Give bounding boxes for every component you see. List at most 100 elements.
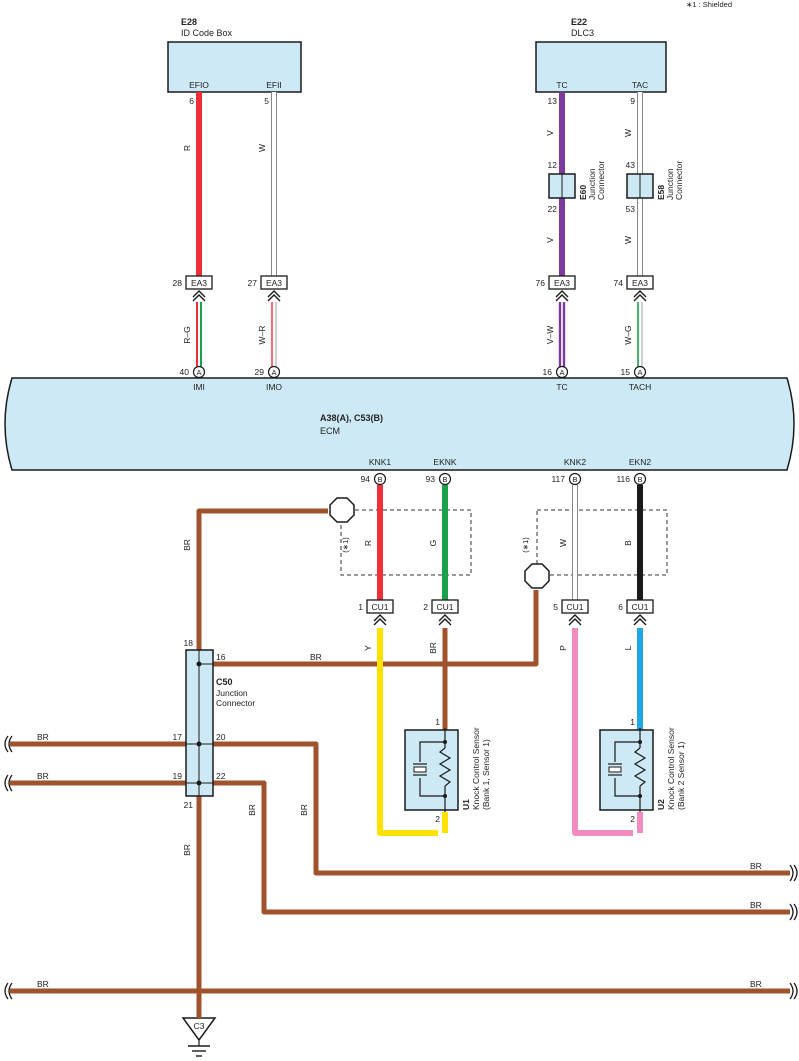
wire-tach-wg	[637, 302, 643, 367]
cu1-chevrons	[373, 614, 647, 626]
svg-text:CU1: CU1	[436, 602, 453, 612]
ea3-box-1	[185, 275, 213, 290]
svg-text:B: B	[572, 475, 577, 484]
e28-pin-efio: EFIO	[189, 80, 209, 90]
svg-text:17: 17	[173, 732, 183, 742]
svg-text:U1: U1	[461, 799, 471, 810]
svg-text:U2: U2	[656, 799, 666, 810]
svg-text:BR: BR	[310, 652, 322, 662]
ecm-knk1: KNK1	[369, 457, 391, 467]
svg-text:18: 18	[184, 638, 194, 648]
br-labels: BR BR BR BR BR BR BR BR BR BR BR BR	[37, 539, 762, 989]
svg-text:CU1: CU1	[371, 602, 388, 612]
ground-c3: C3	[181, 1010, 217, 1057]
pin-9: 9	[630, 96, 635, 106]
svg-text:BR: BR	[37, 979, 49, 989]
shield-drain-2	[524, 563, 550, 589]
ecm-knk2: KNK2	[564, 457, 586, 467]
e28-name: ID Code Box	[181, 28, 233, 38]
label-r-top: R	[182, 145, 192, 151]
svg-text:B: B	[377, 475, 382, 484]
svg-text:B: B	[637, 475, 642, 484]
svg-text:(Bank 2 Sensor 1): (Bank 2 Sensor 1)	[676, 741, 686, 810]
ea3-box-4	[626, 275, 654, 290]
wire-imo-wr	[271, 302, 277, 367]
svg-text:16: 16	[543, 367, 553, 377]
e22-code: E22	[571, 17, 587, 27]
svg-text:IMO: IMO	[266, 382, 282, 392]
e58-junction-connector: 43 53 E58 Junction Connector	[626, 160, 684, 214]
ea3-pin-76: 76	[536, 278, 546, 288]
e22-dlc3: E22 DLC3 TC TAC	[535, 17, 667, 93]
svg-text:C50: C50	[216, 677, 233, 687]
e22-pin-tac: TAC	[632, 80, 648, 90]
label-w-mid: W	[558, 539, 568, 547]
svg-text:29: 29	[255, 367, 265, 377]
svg-text:117: 117	[551, 474, 565, 484]
svg-text:21: 21	[184, 800, 194, 810]
label-l: L	[623, 645, 633, 650]
ea3-pin-28: 28	[173, 278, 183, 288]
svg-text:1: 1	[435, 717, 440, 727]
e28-code: E28	[181, 17, 197, 27]
e58-pin-top: 43	[626, 160, 636, 170]
shield-box-1	[340, 509, 472, 576]
label-rg: R–G	[182, 326, 192, 343]
svg-text:BR: BR	[750, 900, 762, 910]
svg-text:(Bank 1, Sensor 1): (Bank 1, Sensor 1)	[481, 739, 491, 810]
svg-text:BR: BR	[182, 844, 192, 856]
c50-junction-connector: 18 16 17 20 19 22 21 C50 Junction Connec…	[173, 638, 256, 810]
e60-name-2: Connector	[596, 161, 606, 200]
shield-mark-1: (∗1)	[341, 537, 350, 553]
svg-text:TC: TC	[556, 382, 567, 392]
svg-text:15: 15	[621, 367, 631, 377]
svg-text:Junction: Junction	[216, 688, 248, 698]
svg-text:22: 22	[216, 771, 226, 781]
ecm-code: A38(A), C53(B)	[320, 413, 383, 423]
label-b-mid: B	[623, 540, 633, 546]
ecm-ekn2: EKN2	[629, 457, 651, 467]
svg-text:IMI: IMI	[193, 382, 205, 392]
e58-code: E58	[656, 185, 666, 200]
svg-text:A: A	[196, 368, 201, 377]
svg-text:BR: BR	[750, 979, 762, 989]
e58-name-1: Junction	[665, 168, 675, 200]
e60-name-1: Junction	[587, 168, 597, 200]
svg-text:20: 20	[216, 732, 226, 742]
pin-6: 6	[189, 96, 194, 106]
label-wr: W–R	[257, 326, 267, 345]
shield-box-2	[536, 509, 668, 576]
svg-text:BR: BR	[750, 861, 762, 871]
svg-text:CU1: CU1	[566, 602, 583, 612]
e28-box	[167, 41, 302, 93]
svg-text:BR: BR	[299, 804, 309, 816]
svg-text:B: B	[442, 475, 447, 484]
svg-text:16: 16	[216, 652, 226, 662]
svg-text:116: 116	[616, 474, 630, 484]
svg-text:1: 1	[630, 717, 635, 727]
ea3-connectors: EA3 28 EA3 27 EA3 76 EA3 74	[173, 275, 654, 290]
label-v-top: V	[545, 130, 555, 136]
wire-p	[572, 628, 633, 836]
svg-text:A: A	[559, 368, 564, 377]
svg-text:94: 94	[361, 474, 371, 484]
svg-text:1: 1	[358, 602, 363, 612]
svg-text:C3: C3	[194, 1021, 205, 1031]
break-marks	[4, 735, 798, 1000]
ecm-bottom-pins: B 94 B 93 B 117 B 116	[361, 472, 647, 486]
wire-imi-rg	[196, 302, 202, 367]
ea3-label-3: EA3	[554, 278, 570, 288]
shield-drain-1	[329, 497, 355, 523]
ea3-pin-74: 74	[614, 278, 624, 288]
svg-text:2: 2	[435, 814, 440, 824]
e60-pin-top: 12	[548, 160, 558, 170]
u1-knock-sensor: 1 2 U1 Knock Control Sensor (Bank 1, Sen…	[404, 717, 491, 824]
br-wires	[10, 508, 790, 1010]
e22-name: DLC3	[571, 28, 594, 38]
label-w-tac-mid: W	[623, 236, 633, 244]
svg-text:BR: BR	[37, 732, 49, 742]
e28-id-code-box: E28 ID Code Box EFIO EFII	[167, 17, 302, 93]
e58-pin-bottom: 53	[626, 204, 636, 214]
ecm-name: ECM	[320, 426, 340, 436]
